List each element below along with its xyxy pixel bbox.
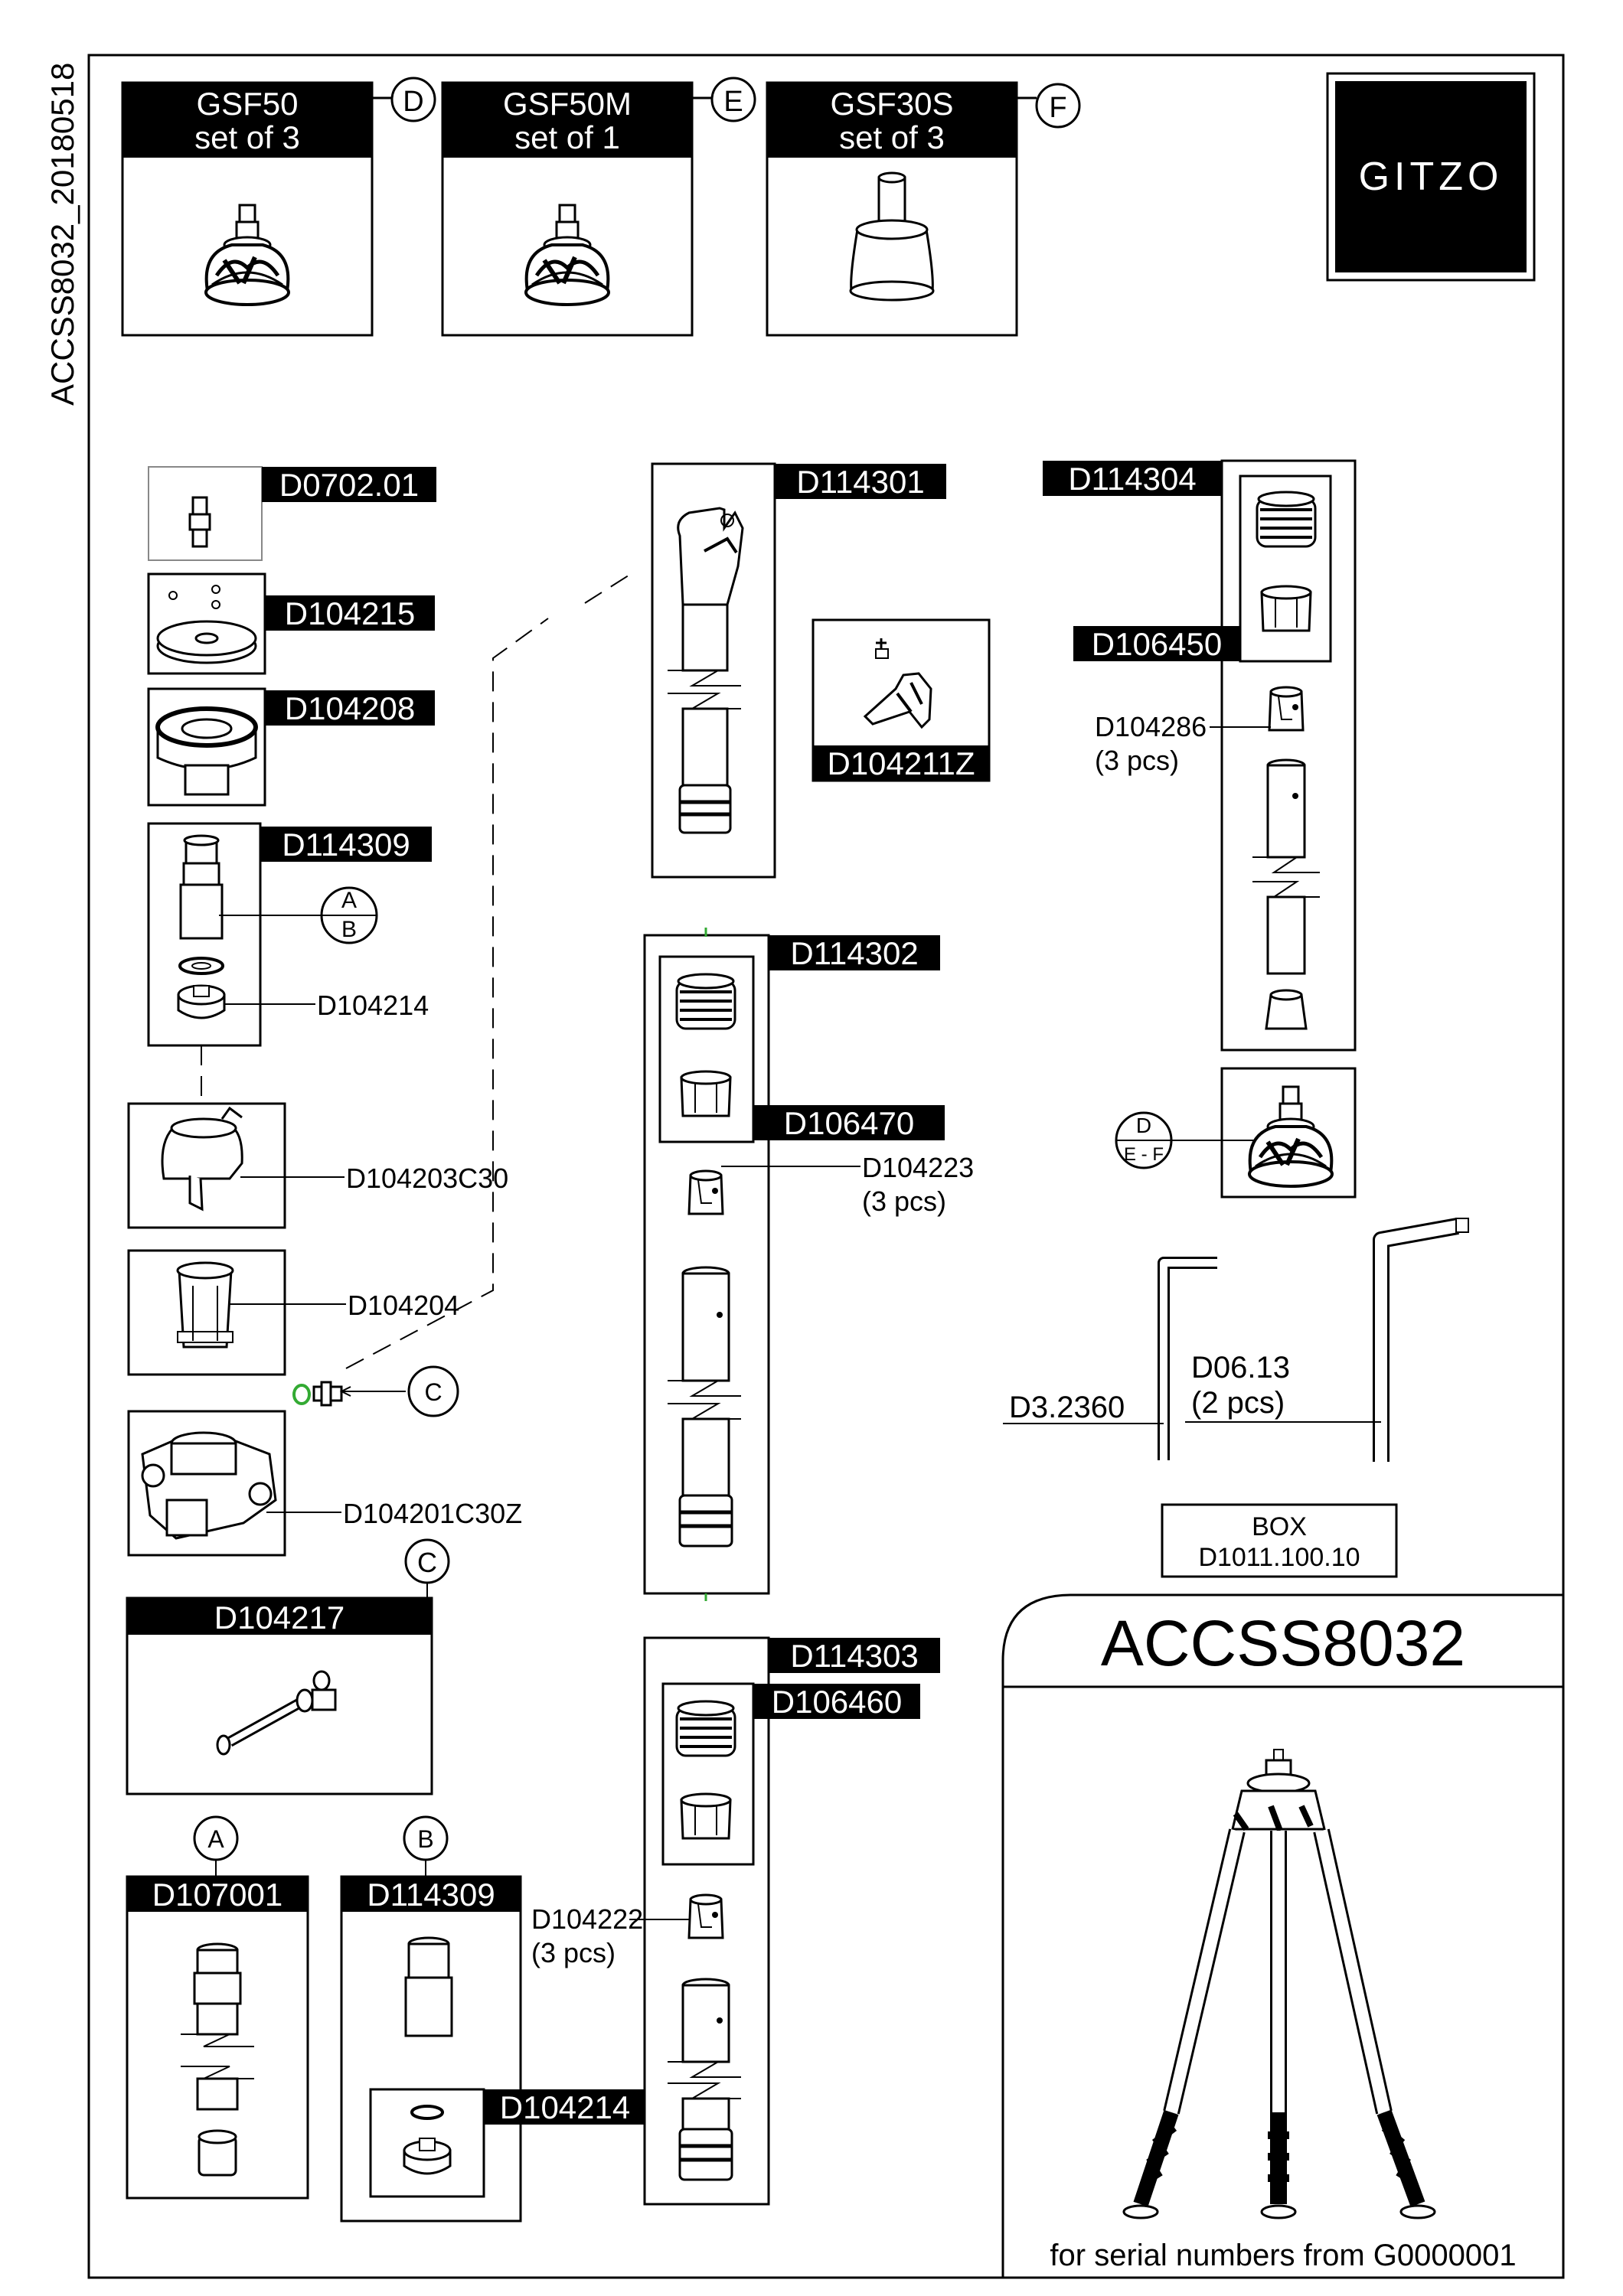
foot-code: GSF50 bbox=[196, 86, 298, 122]
spike-foot-drawing bbox=[849, 171, 935, 302]
leg-top-section-drawing bbox=[668, 507, 744, 834]
serial-number-note: for serial numbers from G0000001 bbox=[1050, 2239, 1516, 2272]
part-d114303: D114303 D106460 D104222 (3 pcs) bbox=[531, 1636, 940, 2206]
part-number-label: D104208 bbox=[285, 690, 415, 726]
part-number-leader-label: D104286 bbox=[1095, 711, 1207, 742]
spider-column-drawing bbox=[177, 834, 226, 1019]
foot-callout-box: D E - F bbox=[1115, 1067, 1357, 1199]
foot-code: GSF30S bbox=[830, 86, 953, 122]
part-number-label: D104217 bbox=[214, 1600, 345, 1636]
part-d114309: D114309 A B D104214 bbox=[147, 822, 432, 1047]
callout-letter: F bbox=[1049, 92, 1066, 124]
gitzo-logo: GITZO bbox=[1326, 72, 1536, 282]
quantity-note: (2 pcs) bbox=[1191, 1386, 1285, 1420]
part-d104208: D104208 bbox=[147, 687, 435, 807]
tool-part-number: D06.13 bbox=[1191, 1351, 1290, 1384]
part-number-label: D114309 bbox=[282, 827, 410, 863]
quantity-note: (3 pcs) bbox=[531, 1937, 616, 1968]
sleeve-drawing bbox=[176, 1261, 234, 1349]
part-d104201c30z: D104201C30Z bbox=[127, 1410, 522, 1557]
box-part-number: D1011.100.10 bbox=[1198, 1543, 1360, 1572]
lock-lever-drawing bbox=[863, 638, 932, 729]
hinge-pin-hardware: C bbox=[292, 1365, 459, 1417]
part-number-label: D114302 bbox=[790, 935, 918, 971]
column-drawing bbox=[404, 1936, 453, 2037]
leg-third-section-drawing bbox=[668, 1978, 741, 2181]
part-number-label: D0702.01 bbox=[279, 467, 419, 503]
part-d104204: D104204 bbox=[127, 1249, 459, 1376]
part-number-label: D104214 bbox=[500, 2089, 630, 2125]
callout-b: B bbox=[417, 1825, 433, 1853]
assembly-dashed-link bbox=[345, 573, 632, 1369]
lock-ring-drawing bbox=[161, 1106, 243, 1212]
part-d0702-01: D0702.01 bbox=[148, 466, 436, 561]
tool-part-number: D3.2360 bbox=[1009, 1391, 1125, 1424]
part-d114301: D114301 bbox=[651, 462, 946, 879]
foot-option-gsf50: GSF50 set of 3 D bbox=[121, 77, 436, 337]
part-number-leader-label: D104203C30 bbox=[346, 1163, 508, 1194]
part-number-label: D114304 bbox=[1068, 461, 1196, 497]
part-number-leader-label: D104204 bbox=[348, 1290, 459, 1321]
pin-kit-drawing bbox=[216, 1670, 337, 1756]
part-number-label: D114303 bbox=[790, 1638, 918, 1674]
box-part: BOX D1011.100.10 bbox=[1161, 1503, 1398, 1578]
brand-logo-text: GITZO bbox=[1359, 155, 1504, 199]
callout-d: D bbox=[1136, 1114, 1151, 1137]
callout-a: A bbox=[341, 888, 357, 913]
foot-qty: set of 3 bbox=[194, 119, 300, 155]
pin-drawing bbox=[188, 496, 211, 548]
outer-frame bbox=[87, 54, 1565, 2279]
hex-key-large: D06.13 (2 pcs) bbox=[1185, 1218, 1469, 1462]
part-number-leader-label: D104201C30Z bbox=[343, 1498, 522, 1529]
part-d107001: A D107001 bbox=[126, 1815, 309, 2200]
callout-c: C bbox=[417, 1547, 437, 1578]
hex-key-small: D3.2360 bbox=[1003, 1257, 1217, 1460]
part-d104215: D104215 bbox=[147, 572, 435, 675]
column-drawing bbox=[181, 1942, 254, 2177]
callout-letter: D bbox=[403, 86, 423, 118]
callout-c: C bbox=[424, 1378, 442, 1406]
part-number-label: D106450 bbox=[1092, 626, 1222, 662]
product-code-title: ACCSS8032 bbox=[1101, 1607, 1465, 1679]
callout-b: B bbox=[341, 917, 357, 942]
part-number-label: D114301 bbox=[796, 464, 924, 500]
quantity-note: (3 pcs) bbox=[1095, 745, 1179, 776]
foot-option-gsf30s: GSF30S set of 3 F bbox=[766, 81, 1081, 337]
box-label: BOX bbox=[1252, 1512, 1307, 1541]
leg-bottom-section-drawing bbox=[1252, 758, 1320, 1030]
foot-qty: set of 1 bbox=[514, 119, 620, 155]
part-number-label: D104215 bbox=[285, 595, 415, 631]
part-number-label: D114309 bbox=[367, 1877, 495, 1913]
foot-code: GSF50M bbox=[503, 86, 632, 122]
foot-qty: set of 3 bbox=[839, 119, 945, 155]
callout-letter: E bbox=[723, 86, 743, 118]
foot-option-gsf50m: GSF50M set of 1 E bbox=[441, 77, 756, 337]
part-number-label: D107001 bbox=[152, 1877, 282, 1913]
part-d114304: D114304 D106450 D104286 (3 pcs) bbox=[1043, 459, 1357, 1052]
part-number-leader-label: D104223 bbox=[862, 1152, 974, 1183]
leg-second-section-drawing bbox=[668, 1266, 741, 1548]
part-d104203c30: D104203C30 bbox=[127, 1102, 508, 1229]
quantity-note: (3 pcs) bbox=[862, 1186, 946, 1217]
plate-drawing bbox=[156, 585, 257, 664]
title-block: ACCSS8032 for serial numbers from G00000… bbox=[1001, 1593, 1563, 2278]
callout-e-f: E - F bbox=[1124, 1144, 1164, 1165]
part-number-label: D104211Z bbox=[827, 745, 975, 781]
part-d104211z: D104211Z bbox=[812, 618, 991, 782]
spider-drawing bbox=[141, 1431, 277, 1540]
part-d114309-b: B D114309 D104214 bbox=[340, 1815, 646, 2223]
spider-plug-drawing bbox=[403, 2105, 452, 2175]
tripod-illustration bbox=[1122, 1749, 1436, 2219]
part-d114302: D114302 D106470 D104223 (3 pcs) bbox=[643, 928, 974, 1601]
doc-code: ACCSS8032_20180518 bbox=[44, 63, 80, 406]
part-number-label: D106470 bbox=[784, 1105, 914, 1141]
part-number-leader-label: D104214 bbox=[317, 990, 429, 1021]
part-number-leader-label: D104222 bbox=[531, 1903, 643, 1935]
part-number-label: D106460 bbox=[772, 1684, 902, 1720]
callout-a: A bbox=[207, 1825, 224, 1853]
ring-drawing bbox=[155, 706, 258, 796]
part-d104217: C D104217 bbox=[126, 1538, 450, 1795]
